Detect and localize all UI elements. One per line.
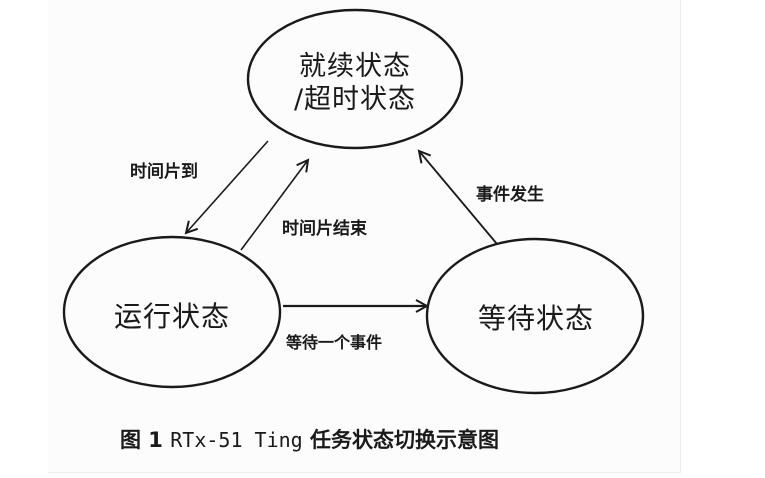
edge-label-time-slice-arrived: 时间片到 bbox=[130, 162, 198, 182]
ready-state-node bbox=[246, 8, 464, 150]
ready-state-label: 就续状态 /超时状态 bbox=[270, 50, 440, 116]
edge-label-wait-for-event: 等待一个事件 bbox=[286, 333, 383, 352]
ready-state-line2: /超时状态 bbox=[293, 84, 417, 115]
waiting-state-node bbox=[425, 237, 645, 395]
arrow-time-slice-arrived bbox=[186, 140, 269, 233]
figure-caption: 图 1 RTx-51 Ting 任务状态切换示意图 bbox=[120, 424, 499, 454]
edge-label-time-slice-ended: 时间片结束 bbox=[282, 219, 367, 239]
figure-panel bbox=[48, 0, 681, 473]
edge-label-event-occurred: 事件发生 bbox=[476, 185, 544, 205]
ready-state-line1: 就续状态 bbox=[299, 51, 411, 82]
arrow-time-slice-ended bbox=[240, 160, 308, 251]
arrow-event-occurred bbox=[419, 151, 498, 245]
caption-system-name: RTx-51 Ting bbox=[170, 428, 303, 452]
running-state-node bbox=[62, 235, 282, 389]
caption-prefix: 图 1 bbox=[120, 428, 163, 452]
running-state-label: 运行状态 bbox=[113, 300, 230, 333]
caption-title: 任务状态切换示意图 bbox=[310, 428, 500, 452]
waiting-state-label: 等待状态 bbox=[477, 302, 594, 335]
